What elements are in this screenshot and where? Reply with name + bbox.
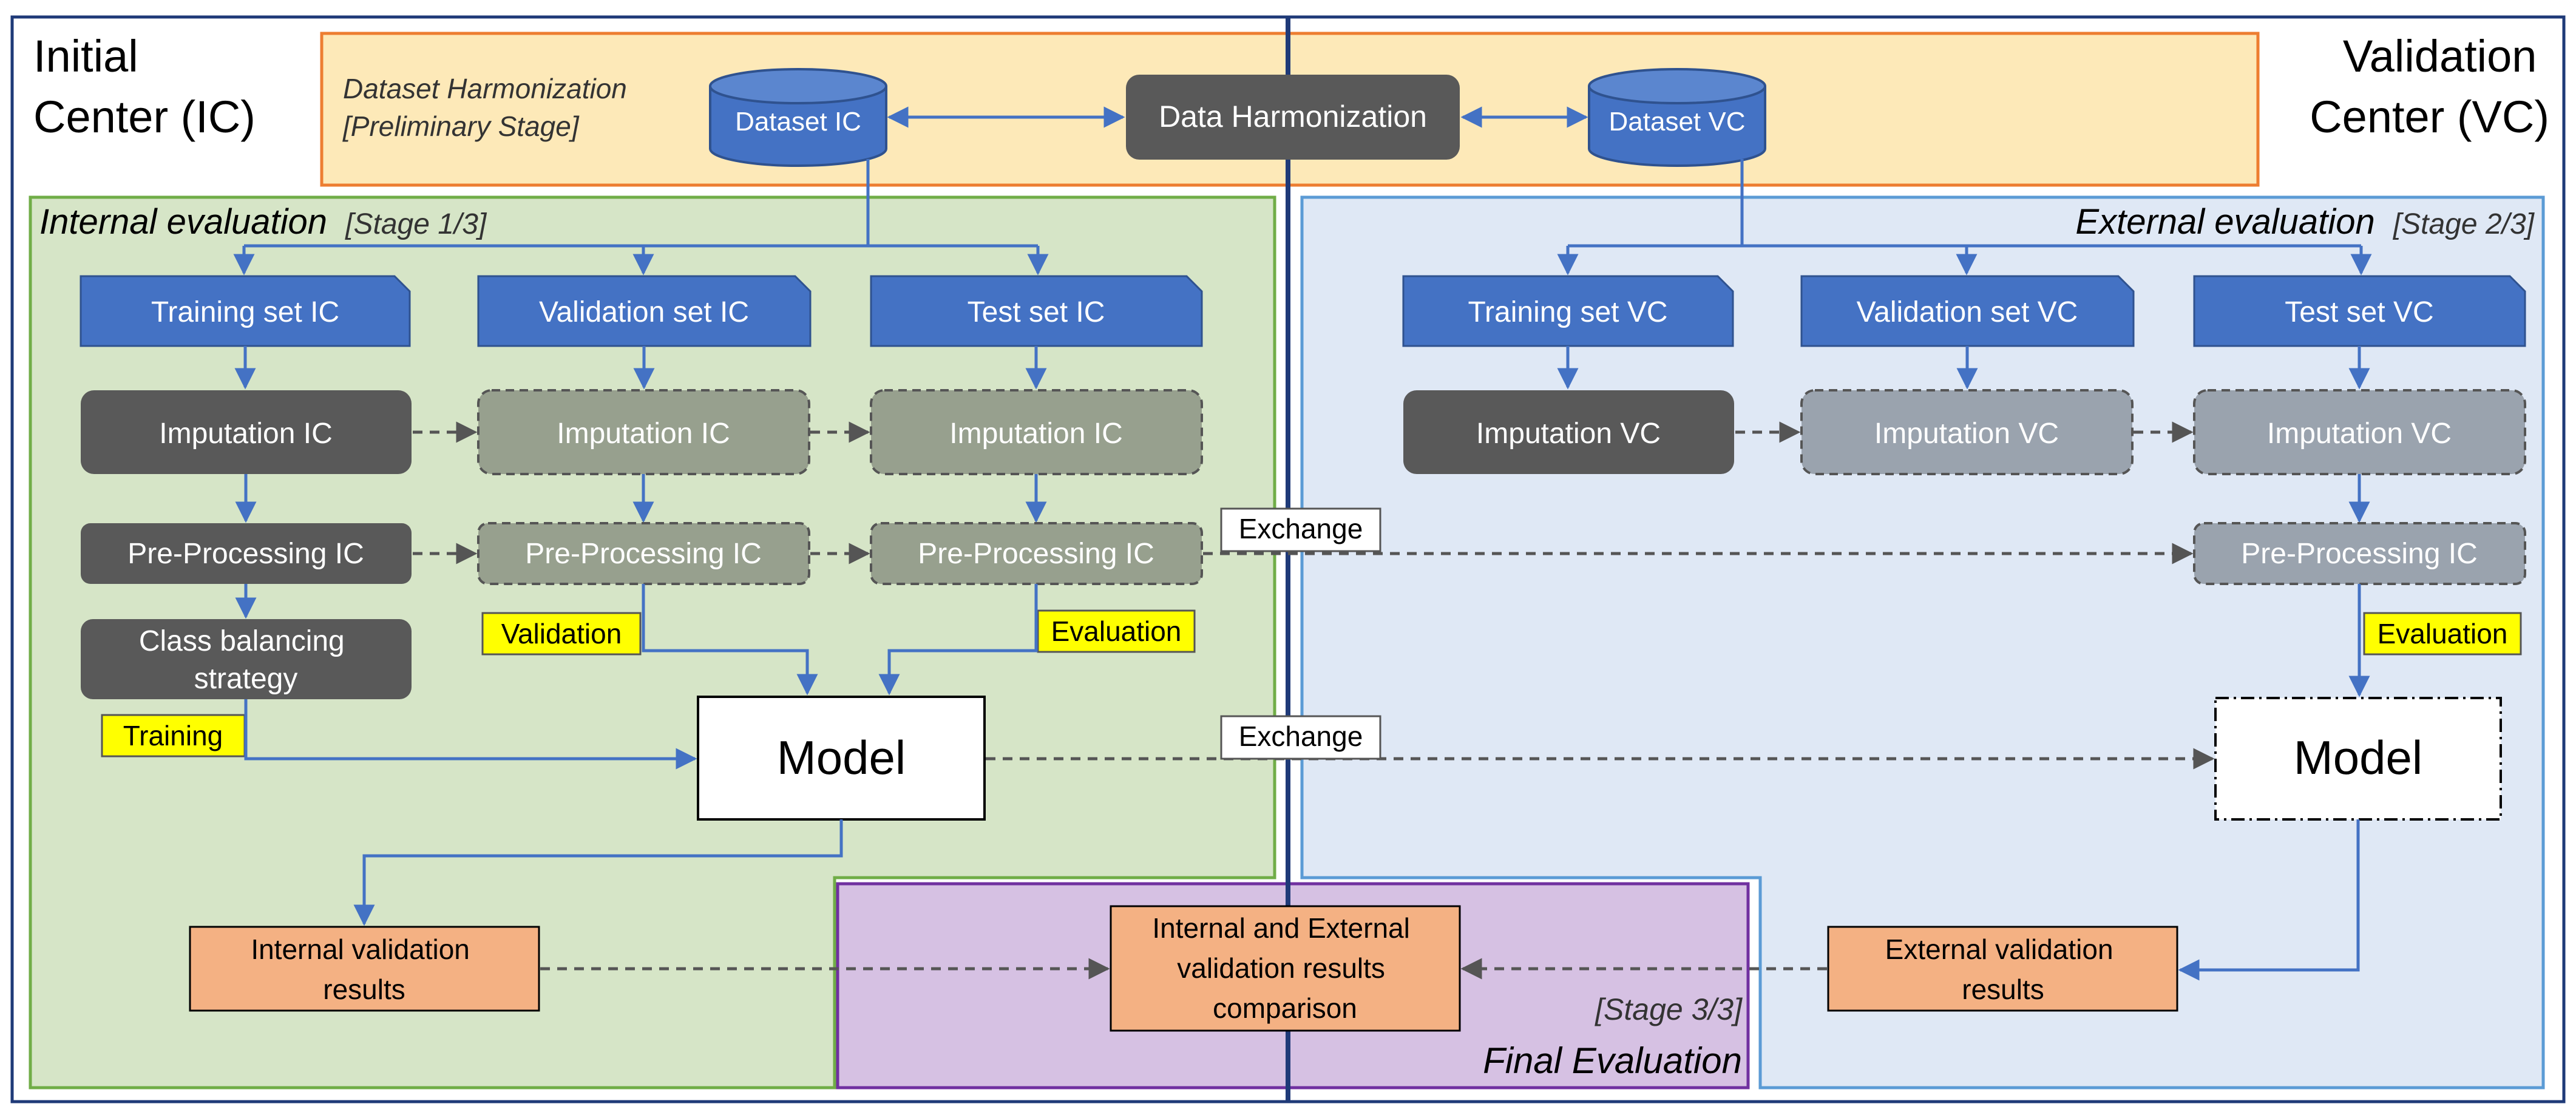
external-evaluation-title-text: External evaluation [2075, 202, 2374, 242]
imputation-ic-solid-label: Imputation IC [159, 418, 332, 450]
data-harmonization-label: Data Harmonization [1159, 100, 1427, 134]
preprocessing-ic-test: Pre-Processing IC [870, 522, 1203, 585]
final-stage-label: [Stage 3/3] [1595, 992, 1743, 1026]
imputation-vc-validation: Imputation VC [1800, 389, 2134, 475]
arrows-into-ic-model [244, 584, 1038, 770]
initial-center-line1: Initial [33, 31, 138, 81]
tag-validation-text: Validation [501, 618, 622, 649]
preprocessing-vc-test: Pre-Processing IC [2193, 522, 2526, 585]
exchange-label-model: Exchange [1220, 715, 1381, 760]
tag-evaluation-vc-text: Evaluation [2378, 618, 2508, 649]
data-harmonization-box: Data Harmonization [1126, 75, 1460, 160]
model-vc-box: Model [2214, 697, 2502, 821]
harmonization-stage-line2: [Preliminary Stage] [342, 110, 580, 142]
validation-center-line2: Center (VC) [2310, 92, 2549, 142]
imputation-ic-validation: Imputation IC [477, 389, 810, 475]
external-evaluation-title: External evaluation [Stage 2/3] [2075, 202, 2535, 242]
internal-results-line1: Internal validation [251, 934, 470, 965]
comparison-line2: validation results [1177, 952, 1385, 984]
preprocessing-ic-solid: Pre-Processing IC [81, 523, 412, 584]
comparison-line3: comparison [1213, 992, 1357, 1024]
internal-results-line2: results [323, 974, 405, 1005]
split-connectors-vc [1557, 159, 2372, 276]
arrow-model-vc-results [2178, 819, 2360, 981]
training-set-ic-label: Training set IC [151, 296, 339, 328]
imputation-vc-test-label: Imputation VC [2267, 418, 2452, 450]
validation-set-ic: Validation set IC [477, 275, 812, 347]
external-evaluation-stage: [Stage 2/3] [2393, 208, 2535, 240]
tag-evaluation-vc: Evaluation [2363, 612, 2522, 656]
comparison-line1: Internal and External [1152, 912, 1410, 944]
dataset-vc-label: Dataset VC [1609, 107, 1746, 137]
dataset-ic-label: Dataset IC [735, 107, 861, 137]
test-set-vc: Test set VC [2193, 275, 2526, 347]
model-ic-label: Model [777, 731, 906, 784]
external-results-box: External validation results [1827, 926, 2178, 1012]
external-results-label: External validation results [1885, 934, 2121, 1005]
test-set-ic-label: Test set IC [968, 296, 1105, 328]
imputation-ic-solid: Imputation IC [81, 390, 412, 474]
class-balancing-box: Class balancing strategy [81, 619, 412, 699]
exchange-label-preprocessing: Exchange [1220, 507, 1381, 552]
imputation-vc-solid: Imputation VC [1403, 390, 1734, 474]
internal-evaluation-title-text: Internal evaluation [39, 202, 327, 242]
external-results-line1: External validation [1885, 934, 2113, 965]
class-balancing-line1: Class balancing [139, 625, 345, 657]
preprocessing-vc-test-label: Pre-Processing IC [2241, 538, 2477, 570]
training-set-vc: Training set VC [1402, 275, 1734, 347]
harmonization-stage-label: Dataset Harmonization [Preliminary Stage… [342, 73, 635, 142]
imputation-vc-validation-label: Imputation VC [1874, 418, 2059, 450]
dataset-vc-cylinder: Dataset VC [1588, 68, 1766, 167]
exchange-preprocessing-text: Exchange [1239, 513, 1363, 544]
validation-center-title: Validation Center (VC) [2310, 31, 2549, 142]
imputation-ic-validation-label: Imputation IC [557, 418, 730, 450]
preprocessing-ic-validation-label: Pre-Processing IC [525, 538, 761, 570]
preprocessing-ic-validation: Pre-Processing IC [477, 522, 810, 585]
external-results-line2: results [1962, 974, 2044, 1005]
tag-evaluation-ic: Evaluation [1037, 609, 1196, 653]
exchange-model-text: Exchange [1239, 720, 1363, 752]
split-connectors-ic [233, 159, 1049, 276]
internal-evaluation-title: Internal evaluation [Stage 1/3] [39, 202, 487, 242]
internal-results-label: Internal validation results [251, 934, 477, 1005]
validation-set-ic-label: Validation set IC [539, 296, 749, 328]
test-set-ic: Test set IC [870, 275, 1203, 347]
tag-training-text: Training [123, 720, 223, 751]
validation-set-vc-label: Validation set VC [1857, 296, 2078, 328]
imputation-vc-test: Imputation VC [2193, 389, 2526, 475]
initial-center-line2: Center (IC) [33, 92, 256, 142]
imputation-ic-test: Imputation IC [870, 389, 1203, 475]
preprocessing-ic-solid-label: Pre-Processing IC [127, 538, 364, 570]
internal-evaluation-stage: [Stage 1/3] [345, 208, 487, 240]
imputation-to-preprocessing-arrows [235, 474, 2370, 523]
initial-center-title: Initial Center (IC) [33, 31, 256, 142]
validation-center-line1: Validation [2343, 31, 2537, 81]
model-vc-label: Model [2294, 731, 2422, 784]
training-set-vc-label: Training set VC [1468, 296, 1667, 328]
validation-set-vc: Validation set VC [1800, 275, 2135, 347]
class-balancing-line2: strategy [194, 663, 298, 695]
test-set-vc-label: Test set VC [2285, 296, 2433, 328]
set-to-imputation-arrows [234, 346, 2370, 390]
final-evaluation-title: Final Evaluation [1483, 1040, 1742, 1081]
tag-validation: Validation [481, 612, 642, 656]
tag-training: Training [101, 714, 246, 757]
tag-evaluation-ic-text: Evaluation [1051, 615, 1182, 647]
training-set-ic: Training set IC [80, 275, 411, 347]
model-ic-box: Model [697, 696, 986, 821]
imputation-vc-solid-label: Imputation VC [1476, 418, 1661, 450]
dataset-ic-cylinder: Dataset IC [709, 68, 887, 167]
preprocessing-ic-test-label: Pre-Processing IC [918, 538, 1154, 570]
comparison-box: Internal and External validation results… [1110, 905, 1461, 1032]
imputation-ic-test-label: Imputation IC [949, 418, 1122, 450]
harmonization-stage-line1: Dataset Harmonization [343, 73, 627, 104]
internal-results-box: Internal validation results [189, 926, 540, 1012]
comparison-label: Internal and External validation results… [1152, 912, 1417, 1024]
arrow-model-ic-results [353, 819, 843, 926]
class-balancing-label: Class balancing strategy [139, 625, 353, 695]
